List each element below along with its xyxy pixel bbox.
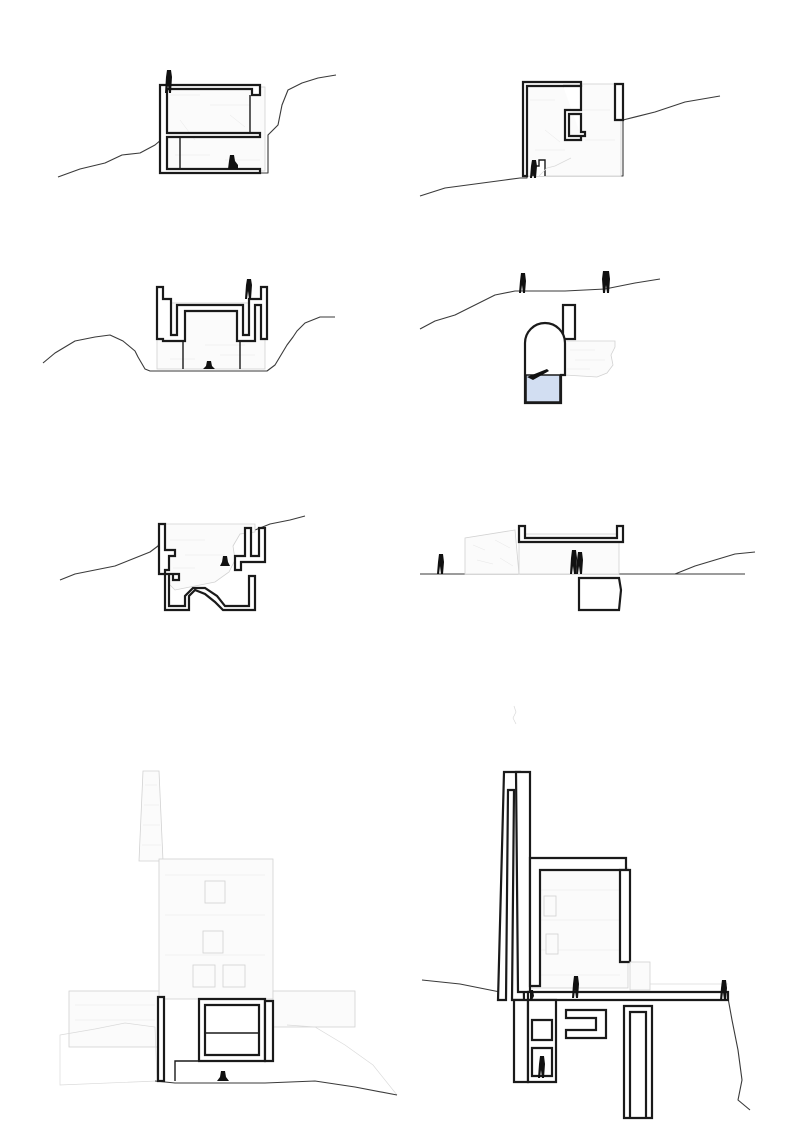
structure-wall — [517, 524, 625, 544]
terrain-profile — [727, 997, 751, 1111]
terrain-profile — [42, 316, 335, 372]
structure-wall — [512, 998, 530, 1084]
structure-wall — [233, 526, 267, 572]
human-figure — [228, 155, 238, 169]
structure-wall — [514, 770, 532, 994]
structure-wall — [521, 80, 583, 178]
human-figure — [538, 1056, 545, 1078]
ghost-interior — [531, 867, 629, 989]
human-figure — [165, 70, 172, 93]
human-figure — [530, 990, 534, 1000]
section-drawing-8 — [420, 700, 751, 1120]
structure-wall — [528, 856, 628, 988]
structure-wall — [613, 82, 625, 122]
ghost-chimney — [138, 770, 164, 862]
human-figure — [519, 273, 526, 293]
structure-wall — [563, 84, 587, 142]
structure-wall — [263, 999, 275, 1063]
section-drawing-4 — [415, 265, 665, 410]
section-drawing-3 — [35, 275, 345, 385]
shaft — [622, 1004, 654, 1120]
human-figure — [570, 550, 577, 574]
terrain-profile — [419, 278, 661, 330]
section-drawing-5 — [55, 510, 315, 615]
structure-wall — [156, 995, 166, 1083]
boat-figure — [527, 369, 549, 380]
structure-wall — [155, 285, 269, 343]
structure-wall — [157, 522, 257, 612]
ghost-rock — [59, 1022, 158, 1086]
section-drawing-2 — [415, 70, 725, 200]
terrain-profile — [59, 539, 161, 581]
section-drawing-6 — [415, 520, 760, 615]
ghost-chamber — [560, 340, 616, 378]
human-figure — [530, 160, 537, 178]
human-figure — [437, 554, 444, 574]
structure-wall — [564, 1008, 608, 1040]
human-figure — [576, 552, 583, 574]
section-drawing-7 — [55, 765, 405, 1100]
ghost-engine-house — [158, 858, 274, 1000]
structure-wall — [197, 997, 267, 1063]
ghost-rock — [464, 529, 520, 575]
structure-wall — [618, 868, 632, 964]
terrain-profile — [674, 551, 756, 575]
water-body — [525, 374, 561, 403]
structure-wall — [577, 576, 623, 612]
structure-wall — [561, 303, 577, 341]
terrain-profile — [154, 1080, 398, 1096]
deck — [526, 990, 730, 1002]
human-figure — [572, 976, 579, 998]
human-figure — [203, 361, 215, 369]
terrain-profile — [421, 979, 501, 993]
human-figure — [245, 279, 252, 299]
human-figure — [602, 271, 610, 293]
section-drawing-1 — [50, 65, 350, 185]
human-figure — [720, 980, 727, 1000]
ghost-wing — [68, 990, 160, 1048]
structure-wall — [526, 998, 558, 1084]
ghost-rock — [286, 1024, 398, 1096]
ghost-interior — [162, 523, 256, 591]
human-figure — [220, 556, 230, 566]
human-figure — [217, 1071, 229, 1081]
structure-wall — [158, 83, 262, 175]
ghost-wing — [272, 990, 356, 1028]
